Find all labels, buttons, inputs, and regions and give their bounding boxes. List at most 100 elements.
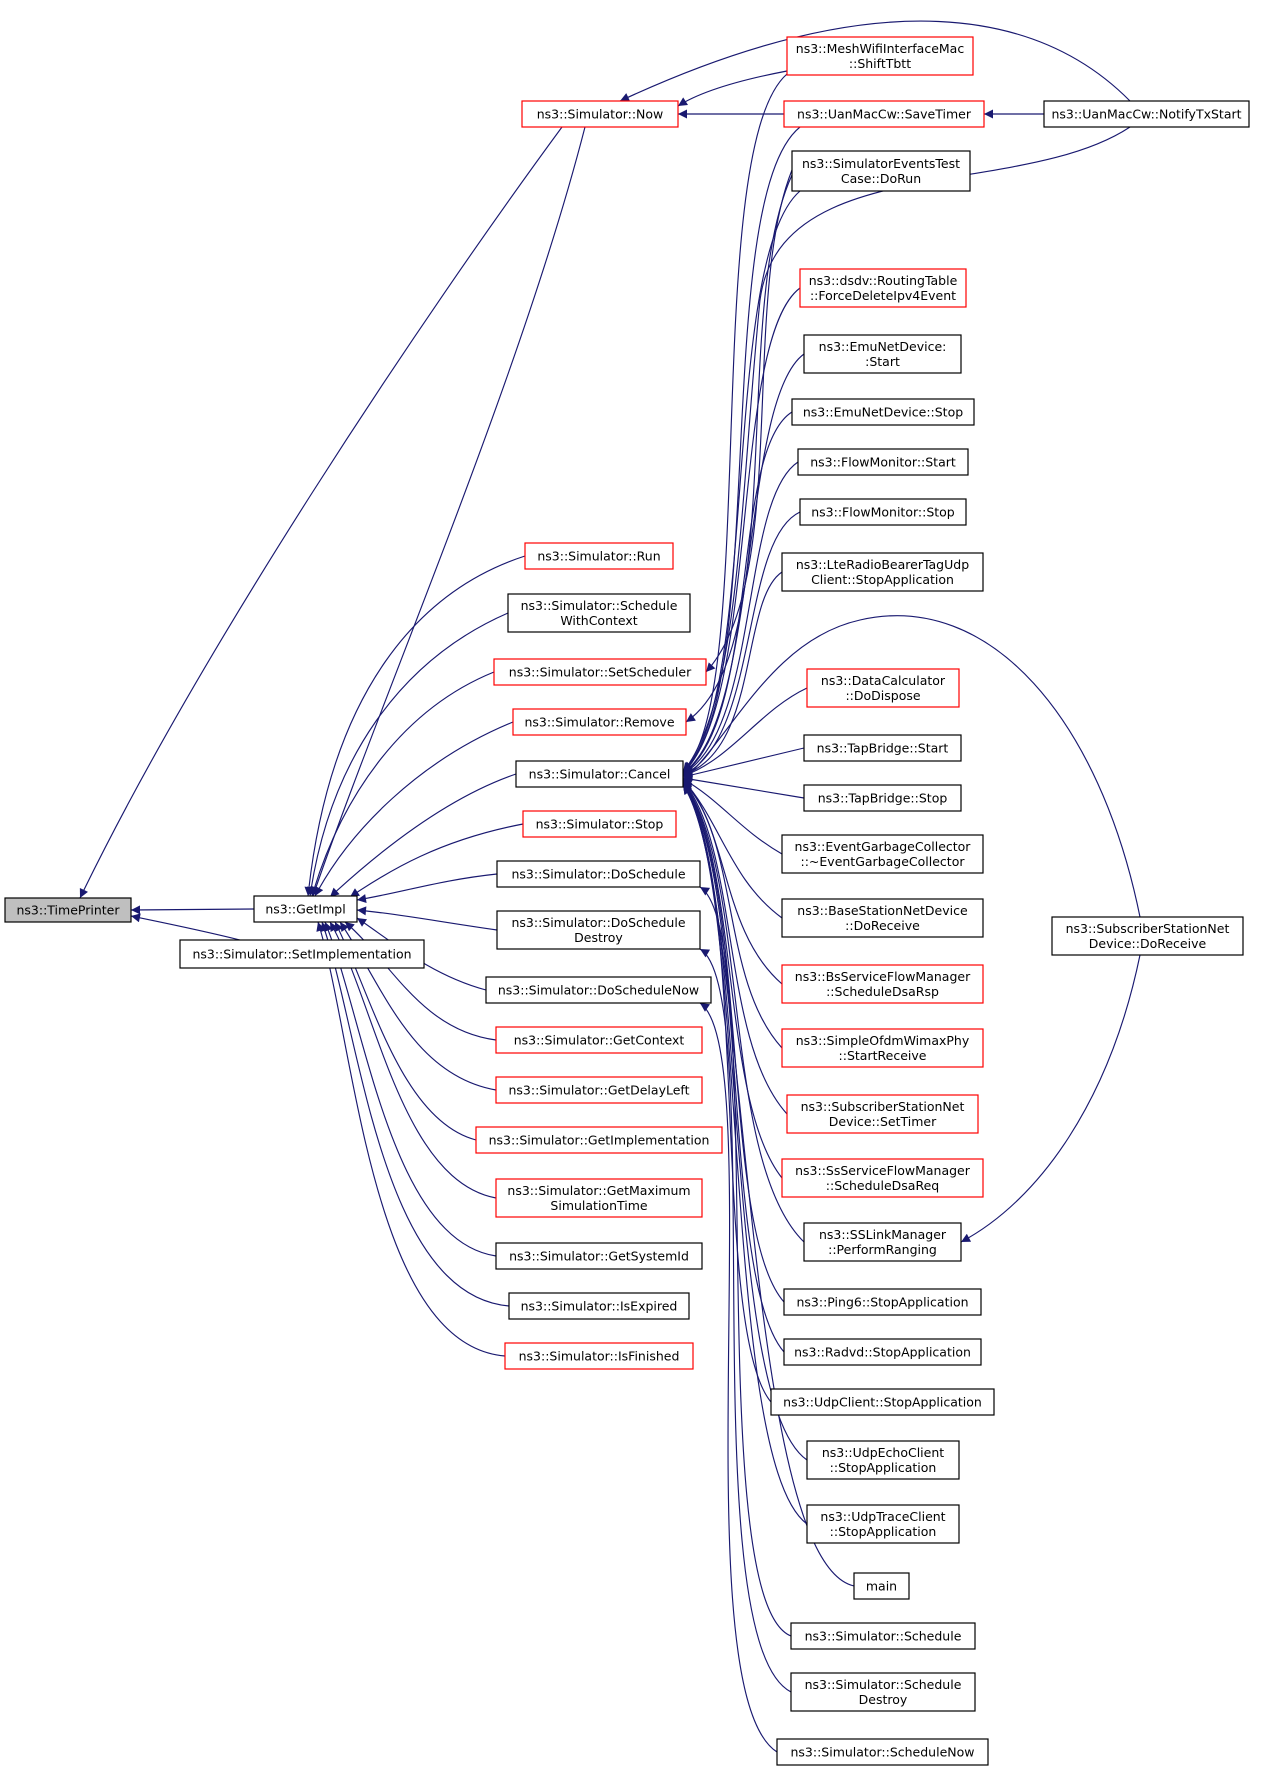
node-ssrecv[interactable]: ns3::SubscriberStationNetDevice::DoRecei…	[1051, 916, 1244, 956]
node-box	[783, 1338, 982, 1366]
node-setsched[interactable]: ns3::Simulator::SetScheduler	[493, 658, 707, 686]
node-dsdv[interactable]: ns3::dsdv::RoutingTable::ForceDeleteIpv4…	[799, 268, 967, 308]
edge-simevtest-to-cancel	[682, 190, 801, 773]
node-label: ns3::Simulator::Remove	[524, 715, 674, 730]
node-ofdm[interactable]: ns3::SimpleOfdmWimaxPhy::StartReceive	[781, 1028, 984, 1068]
edge-schedule-to-dosched	[699, 886, 792, 1637]
edge-stop-to-getimpl	[349, 823, 524, 898]
edge-simevtest-to-remove	[685, 174, 793, 723]
node-getctx[interactable]: ns3::Simulator::GetContext	[495, 1026, 703, 1054]
node-main[interactable]: main	[853, 1572, 910, 1600]
edge-meshshift-to-cancel	[682, 73, 788, 772]
node-box	[496, 910, 701, 950]
node-label: ns3::EventGarbageCollector	[795, 839, 972, 854]
node-label: ns3::Simulator::Schedule	[521, 598, 678, 613]
edge-uansave-to-cancel	[682, 126, 801, 772]
node-tapstop[interactable]: ns3::TapBridge::Stop	[803, 784, 962, 812]
node-timeprinter[interactable]: ns3::TimePrinter	[4, 897, 132, 923]
node-label: ns3::Simulator::DoSchedule	[511, 867, 685, 882]
node-label: :Start	[865, 354, 900, 369]
node-dosched[interactable]: ns3::Simulator::DoSchedule	[496, 860, 701, 888]
node-stop[interactable]: ns3::Simulator::Stop	[522, 810, 677, 838]
node-ping6[interactable]: ns3::Ping6::StopApplication	[783, 1288, 982, 1316]
node-now[interactable]: ns3::Simulator::Now	[521, 100, 679, 128]
node-sslink[interactable]: ns3::SSLinkManager::PerformRanging	[803, 1222, 962, 1262]
node-meshshift[interactable]: ns3::MeshWifiInterfaceMac::ShiftTbtt	[786, 36, 974, 76]
node-box	[776, 1738, 989, 1766]
node-label: SimulationTime	[550, 1198, 647, 1213]
node-label: ns3::Simulator::Schedule	[805, 1629, 962, 1644]
node-tapstart[interactable]: ns3::TapBridge::Start	[803, 734, 962, 762]
node-box	[524, 542, 674, 570]
node-label: ::~EventGarbageCollector	[801, 854, 966, 869]
node-box	[475, 1126, 723, 1154]
node-box	[495, 1242, 703, 1270]
node-udpecho[interactable]: ns3::UdpEchoClient::StopApplication	[806, 1440, 960, 1480]
node-ssflow[interactable]: ns3::SsServiceFlowManager::ScheduleDsaRe…	[781, 1158, 984, 1198]
node-fmstop[interactable]: ns3::FlowMonitor::Stop	[799, 498, 967, 526]
node-setimpl[interactable]: ns3::Simulator::SetImplementation	[179, 939, 425, 969]
edge-emustart-to-cancel	[682, 353, 805, 774]
node-getdelay[interactable]: ns3::Simulator::GetDelayLeft	[495, 1076, 703, 1104]
node-radvd[interactable]: ns3::Radvd::StopApplication	[783, 1338, 982, 1366]
node-label: ns3::UanMacCw::SaveTimer	[797, 107, 972, 122]
node-getsysid[interactable]: ns3::Simulator::GetSystemId	[495, 1242, 703, 1270]
edge-sstimer-to-cancel	[682, 780, 788, 1115]
edge-schedwc-to-getimpl	[306, 612, 509, 897]
node-evgc[interactable]: ns3::EventGarbageCollector::~EventGarbag…	[781, 834, 984, 874]
node-run[interactable]: ns3::Simulator::Run	[524, 542, 674, 570]
node-box	[770, 1388, 995, 1416]
node-label: ns3::Simulator::ScheduleNow	[790, 1745, 974, 1760]
node-label: ns3::TapBridge::Stop	[818, 791, 948, 806]
node-fmstart[interactable]: ns3::FlowMonitor::Start	[797, 448, 969, 476]
node-box	[179, 939, 425, 969]
node-cancel[interactable]: ns3::Simulator::Cancel	[515, 760, 684, 788]
node-label: ns3::EmuNetDevice:	[819, 339, 947, 354]
node-isfinished[interactable]: ns3::Simulator::IsFinished	[504, 1342, 694, 1370]
node-emustop[interactable]: ns3::EmuNetDevice::Stop	[791, 398, 975, 426]
node-getimpl[interactable]: ns3::GetImpl	[253, 895, 358, 923]
node-uansave[interactable]: ns3::UanMacCw::SaveTimer	[783, 100, 985, 128]
edge-fmstart-to-cancel	[682, 461, 799, 775]
node-getimplementation[interactable]: ns3::Simulator::GetImplementation	[475, 1126, 723, 1154]
node-box	[495, 1076, 703, 1104]
node-emustart[interactable]: ns3::EmuNetDevice::Start	[803, 334, 962, 374]
node-label: ns3::TapBridge::Start	[817, 741, 949, 756]
node-label: ns3::FlowMonitor::Stop	[811, 505, 955, 520]
node-box	[507, 593, 691, 633]
node-label: ::PerformRanging	[828, 1242, 937, 1257]
node-label: ::ForceDeleteIpv4Event	[810, 288, 956, 303]
node-label: ns3::FlowMonitor::Start	[810, 455, 956, 470]
node-label: ns3::Simulator::DoSchedule	[511, 915, 685, 930]
node-udpclient[interactable]: ns3::UdpClient::StopApplication	[770, 1388, 995, 1416]
node-box	[783, 100, 985, 128]
node-uannotify[interactable]: ns3::UanMacCw::NotifyTxStart	[1043, 100, 1250, 128]
node-isexpired[interactable]: ns3::Simulator::IsExpired	[508, 1292, 690, 1320]
node-doschednow[interactable]: ns3::Simulator::DoScheduleNow	[485, 976, 712, 1004]
edge-emustop-to-cancel	[682, 411, 793, 775]
node-datacalc[interactable]: ns3::DataCalculator::DoDispose	[806, 668, 960, 708]
node-schedule[interactable]: ns3::Simulator::Schedule	[790, 1622, 976, 1650]
node-label: ns3::SimpleOfdmWimaxPhy	[796, 1033, 970, 1048]
edge-doschedd-to-getimpl	[356, 906, 498, 931]
node-label: ns3::Simulator::GetDelayLeft	[509, 1083, 690, 1098]
node-box	[853, 1572, 910, 1600]
node-label: ns3::SSLinkManager	[819, 1227, 947, 1242]
node-bsflow[interactable]: ns3::BsServiceFlowManager::ScheduleDsaRs…	[781, 964, 984, 1004]
edge-tapstop-to-cancel	[682, 775, 805, 799]
node-box	[781, 1028, 984, 1068]
edge-run-to-getimpl	[304, 555, 526, 897]
node-sstimer[interactable]: ns3::SubscriberStationNetDevice::SetTime…	[786, 1094, 979, 1134]
node-udptrace[interactable]: ns3::UdpTraceClient::StopApplication	[806, 1504, 960, 1544]
node-box	[522, 810, 677, 838]
node-remove[interactable]: ns3::Simulator::Remove	[512, 708, 687, 736]
node-schednow[interactable]: ns3::Simulator::ScheduleNow	[776, 1738, 989, 1766]
node-label: ns3::EmuNetDevice::Stop	[803, 405, 963, 420]
node-bsrecv[interactable]: ns3::BaseStationNetDevice::DoReceive	[781, 898, 984, 938]
node-lteradio[interactable]: ns3::LteRadioBearerTagUdpClient::StopApp…	[781, 552, 984, 592]
